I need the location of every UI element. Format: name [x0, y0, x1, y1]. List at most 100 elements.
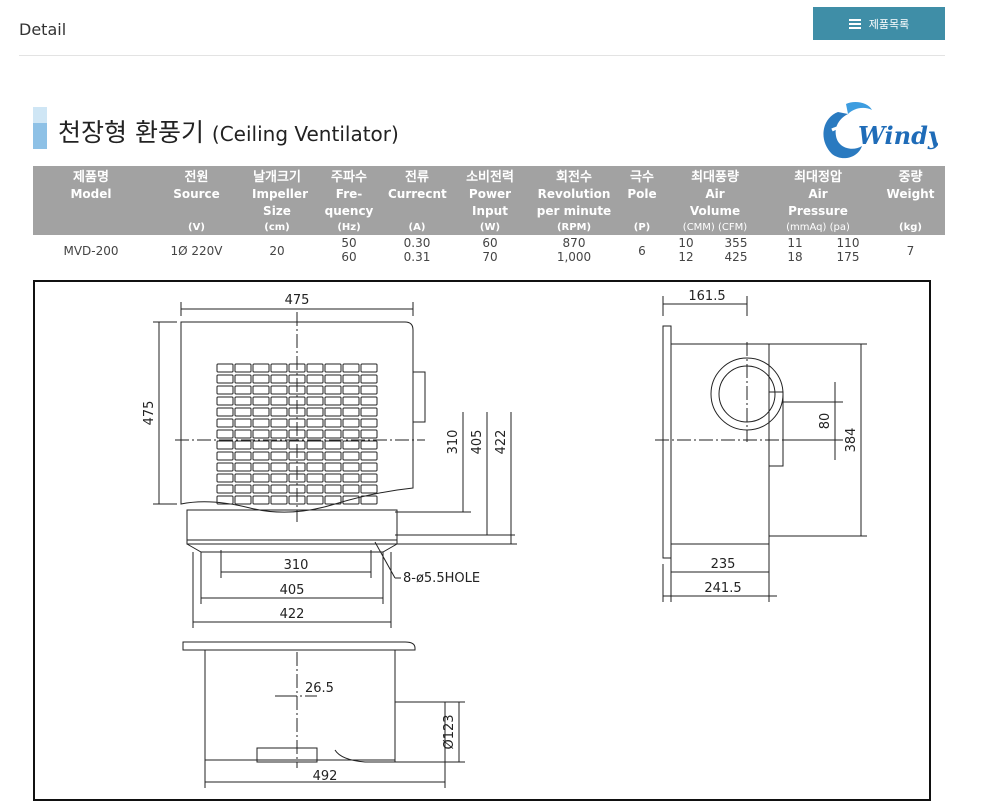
front-view-grille	[216, 363, 378, 505]
grille-slot	[216, 363, 234, 373]
grille-slot	[306, 429, 324, 439]
grille-slot	[252, 429, 270, 439]
grille-slot	[360, 473, 378, 483]
grille-slot	[252, 385, 270, 395]
grille-slot	[324, 440, 342, 450]
page-header: Detail 제품목록	[0, 0, 1000, 56]
cell-cfm-2: 425	[724, 250, 748, 264]
dim-side-top: 161.5	[688, 289, 725, 304]
front-view-mount-plate	[186, 509, 398, 545]
grille-slot	[306, 440, 324, 450]
header-divider	[19, 55, 945, 56]
grille-slot	[270, 407, 288, 417]
product-list-button[interactable]: 제품목록	[813, 7, 945, 40]
grille-slot	[270, 451, 288, 461]
grille-slot	[252, 396, 270, 406]
grille-slot	[216, 440, 234, 450]
grille-slot	[252, 363, 270, 373]
grille-slot	[252, 451, 270, 461]
grille-slot	[270, 462, 288, 472]
grille-slot	[324, 385, 342, 395]
cell-mmaq-1: 11	[787, 236, 803, 250]
side-view-body	[670, 343, 770, 545]
dim-duct-dia: Ø123	[442, 714, 457, 749]
grille-slot	[216, 374, 234, 384]
grille-slot	[216, 495, 234, 505]
product-title-ko: 천장형 환풍기	[58, 118, 204, 147]
grille-slot	[252, 462, 270, 472]
grille-slot	[360, 385, 378, 395]
grille-slot	[306, 495, 324, 505]
grille-slot	[216, 407, 234, 417]
cell-weight: 7	[906, 244, 915, 258]
page-title: Detail	[19, 20, 67, 39]
grille-slot	[360, 418, 378, 428]
grille-slot	[306, 363, 324, 373]
grille-slot	[324, 473, 342, 483]
grille-slot	[234, 385, 252, 395]
grille-slot	[234, 363, 252, 373]
dim-front-top: 475	[285, 293, 310, 308]
dim-side-bottom-2: 241.5	[704, 581, 741, 596]
grille-slot	[234, 429, 252, 439]
grille-slot	[306, 385, 324, 395]
grille-slot	[360, 396, 378, 406]
grille-slot	[234, 407, 252, 417]
col-air-volume: 최대풍량 Air Volume (CMM) (CFM)	[682, 170, 748, 233]
grille-slot	[270, 385, 288, 395]
grille-slot	[342, 462, 360, 472]
grille-slot	[342, 451, 360, 461]
grille-slot	[360, 440, 378, 450]
col-power: 소비전력 Power Input (W)	[466, 170, 514, 233]
cell-power-2: 70	[482, 250, 498, 264]
grille-slot	[234, 473, 252, 483]
grille-slot	[216, 473, 234, 483]
grille-slot	[324, 462, 342, 472]
grille-slot	[216, 396, 234, 406]
grille-slot	[216, 484, 234, 494]
bottom-view-duct	[394, 701, 446, 763]
grille-slot	[360, 429, 378, 439]
grille-slot	[234, 418, 252, 428]
grille-slot	[270, 440, 288, 450]
grille-slot	[270, 473, 288, 483]
grille-slot	[270, 396, 288, 406]
grille-slot	[270, 429, 288, 439]
grille-slot	[216, 418, 234, 428]
col-impeller: 날개크기 Impeller Size (cm)	[252, 170, 308, 233]
grille-slot	[324, 374, 342, 384]
grille-slot	[360, 374, 378, 384]
bottom-view-body	[204, 649, 396, 761]
grille-slot	[342, 407, 360, 417]
grille-slot	[324, 429, 342, 439]
title-accent-bar	[33, 107, 47, 149]
grille-slot	[252, 407, 270, 417]
dim-front-right-1: 310	[446, 430, 461, 455]
dim-bottom-offset: 26.5	[305, 681, 334, 696]
list-icon	[848, 18, 861, 29]
grille-slot	[324, 484, 342, 494]
grille-slot	[270, 484, 288, 494]
grille-slot	[342, 484, 360, 494]
grille-slot	[252, 418, 270, 428]
cell-rpm-1: 870	[562, 236, 586, 250]
bottom-view-flange	[182, 641, 416, 651]
cell-pa-1: 110	[836, 236, 860, 250]
grille-slot	[216, 462, 234, 472]
grille-slot	[342, 385, 360, 395]
cell-cmm-2: 12	[678, 250, 694, 264]
grille-slot	[216, 451, 234, 461]
bottom-view-curve	[334, 749, 395, 763]
col-frequency: 주파수 Fre- quency (Hz)	[324, 170, 374, 233]
dim-front-bottom-1: 310	[284, 558, 309, 573]
grille-slot	[342, 396, 360, 406]
side-view-tab	[768, 391, 784, 467]
cell-source: 1Ø 220V	[170, 244, 223, 258]
grille-slot	[234, 451, 252, 461]
grille-slot	[234, 440, 252, 450]
front-view-side-tab	[412, 371, 426, 423]
grille-slot	[252, 440, 270, 450]
grille-slot	[270, 495, 288, 505]
